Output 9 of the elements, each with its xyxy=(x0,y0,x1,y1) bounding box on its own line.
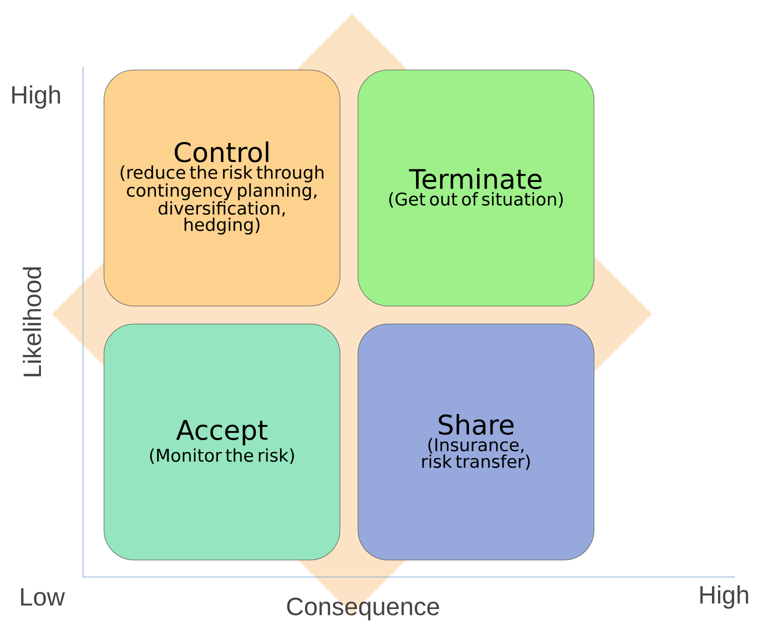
quadrant-box: Terminate (Get out of situation) xyxy=(358,70,594,306)
quadrant-box: Control (reduce the risk through contingency planning, diversification, hedging) xyxy=(104,70,340,306)
quadrant-box: Accept (Monitor the risk) xyxy=(104,324,340,560)
axis-label: Likelihood xyxy=(22,267,42,376)
axis-label: High xyxy=(12,85,60,109)
axis-label: Consequence xyxy=(287,598,439,620)
quadrant-box: Share (Insurance, risk transfer) xyxy=(358,324,594,560)
axis-label: Low xyxy=(21,588,65,606)
axis-label: High xyxy=(700,585,748,609)
